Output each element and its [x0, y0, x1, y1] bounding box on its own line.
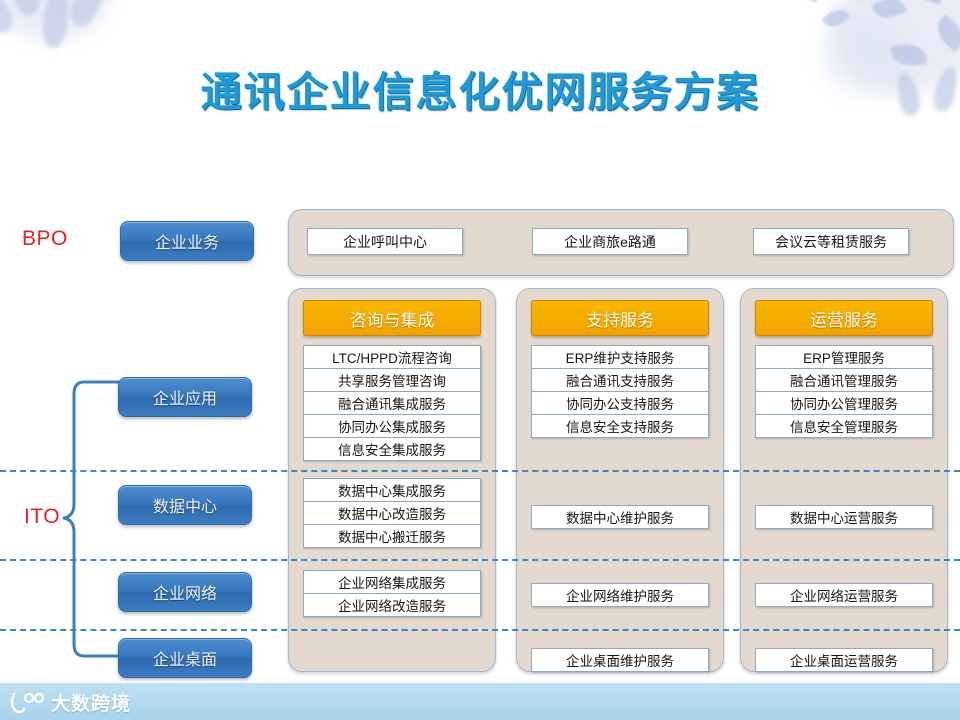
ito-brace-icon [62, 380, 120, 658]
list-item[interactable]: 企业网络维护服务 [531, 583, 709, 607]
list-item[interactable]: 协同办公支持服务 [531, 391, 709, 415]
list-item[interactable]: 融合通讯管理服务 [755, 368, 933, 392]
list-item[interactable]: LTC/HPPD流程咨询 [303, 345, 481, 369]
list-item[interactable]: 企业网络改造服务 [303, 593, 481, 617]
list-item[interactable]: 企业网络运营服务 [755, 583, 933, 607]
list-item[interactable]: 共享服务管理咨询 [303, 368, 481, 392]
column-header-consulting[interactable]: 咨询与集成 [303, 300, 481, 336]
list-item[interactable]: ERP维护支持服务 [531, 345, 709, 369]
watermark-text: 大数跨境 [51, 694, 132, 715]
list-item[interactable]: 数据中心搬迁服务 [303, 524, 481, 548]
list-item[interactable]: 企业桌面运营服务 [755, 648, 933, 672]
row-button-enterprise-application[interactable]: 企业应用 [118, 377, 252, 417]
column-header-support[interactable]: 支持服务 [531, 300, 709, 336]
list-item[interactable]: 信息安全集成服务 [303, 437, 481, 461]
group-label-ito: ITO [24, 505, 61, 528]
footer-bar: 大数跨境 [0, 683, 960, 720]
list-item[interactable]: 数据中心改造服务 [303, 501, 481, 525]
layer-divider-network-desktop [0, 629, 960, 631]
list-item[interactable]: 协同办公集成服务 [303, 414, 481, 438]
column-header-operation[interactable]: 运营服务 [755, 300, 933, 336]
list-item[interactable]: 数据中心集成服务 [303, 478, 481, 502]
watermark: 大数跨境 [10, 689, 131, 716]
row-button-enterprise-network[interactable]: 企业网络 [118, 572, 252, 612]
list-item[interactable]: 数据中心运营服务 [755, 505, 933, 529]
bpo-service-chip-1[interactable]: 企业商旅e路通 [532, 228, 688, 255]
bpo-service-chip-2[interactable]: 会议云等租赁服务 [753, 228, 909, 255]
layer-divider-application-datacenter [0, 470, 960, 472]
list-item[interactable]: 信息安全管理服务 [755, 414, 933, 438]
list-item[interactable]: 企业网络集成服务 [303, 570, 481, 594]
bpo-service-chip-0[interactable]: 企业呼叫中心 [307, 228, 463, 255]
group-label-bpo: BPO [22, 227, 68, 250]
list-item[interactable]: 数据中心维护服务 [531, 505, 709, 529]
list-item[interactable]: ERP管理服务 [755, 345, 933, 369]
layer-divider-datacenter-network [0, 559, 960, 561]
row-button-data-center[interactable]: 数据中心 [118, 485, 252, 525]
list-item[interactable]: 协同办公管理服务 [755, 391, 933, 415]
list-item[interactable]: 企业桌面维护服务 [531, 648, 709, 672]
page-title: 通讯企业信息化优网服务方案 [200, 69, 760, 115]
brand-logo-icon [10, 692, 44, 713]
list-item[interactable]: 融合通讯支持服务 [531, 368, 709, 392]
list-item[interactable]: 信息安全支持服务 [531, 414, 709, 438]
row-button-enterprise-business[interactable]: 企业业务 [120, 221, 254, 261]
list-item[interactable]: 融合通讯集成服务 [303, 391, 481, 415]
row-button-enterprise-desktop[interactable]: 企业桌面 [118, 638, 252, 678]
